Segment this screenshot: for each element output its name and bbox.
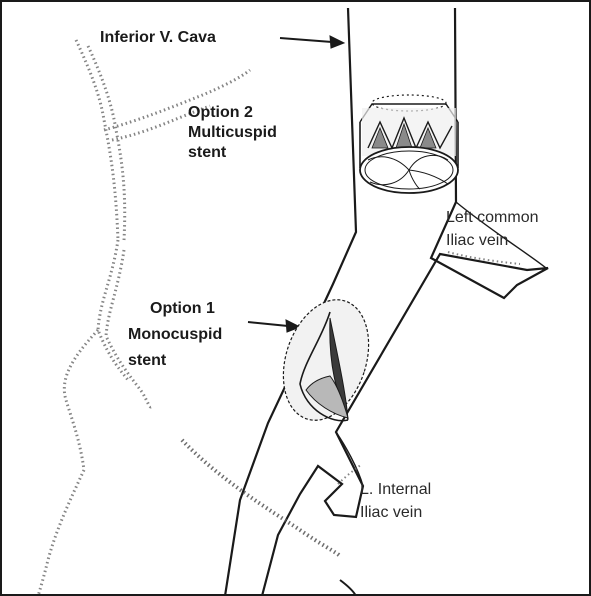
label-option-2-title: Option 2 (188, 102, 253, 123)
multicuspid-stent (360, 95, 458, 193)
label-left-common-iliac-line1: Left common (446, 208, 538, 228)
label-option-1-line2: Monocuspid (128, 324, 222, 345)
label-option-1-title: Option 1 (150, 298, 215, 319)
label-internal-iliac-line1: L. Internal (360, 480, 431, 500)
label-inferior-vena-cava: Inferior V. Cava (100, 27, 216, 48)
label-left-common-iliac-line2: Iliac vein (446, 231, 508, 251)
label-internal-iliac-line2: Iliac vein (360, 503, 422, 523)
monocuspid-stent (269, 289, 383, 432)
label-option-1-line3: stent (128, 350, 166, 371)
label-option-2-line2: Multicuspid (188, 122, 277, 143)
arrow-ivc (280, 36, 344, 48)
arrow-option1 (248, 320, 300, 332)
lower-right-curve (340, 580, 356, 596)
label-option-2-line3: stent (188, 142, 226, 163)
